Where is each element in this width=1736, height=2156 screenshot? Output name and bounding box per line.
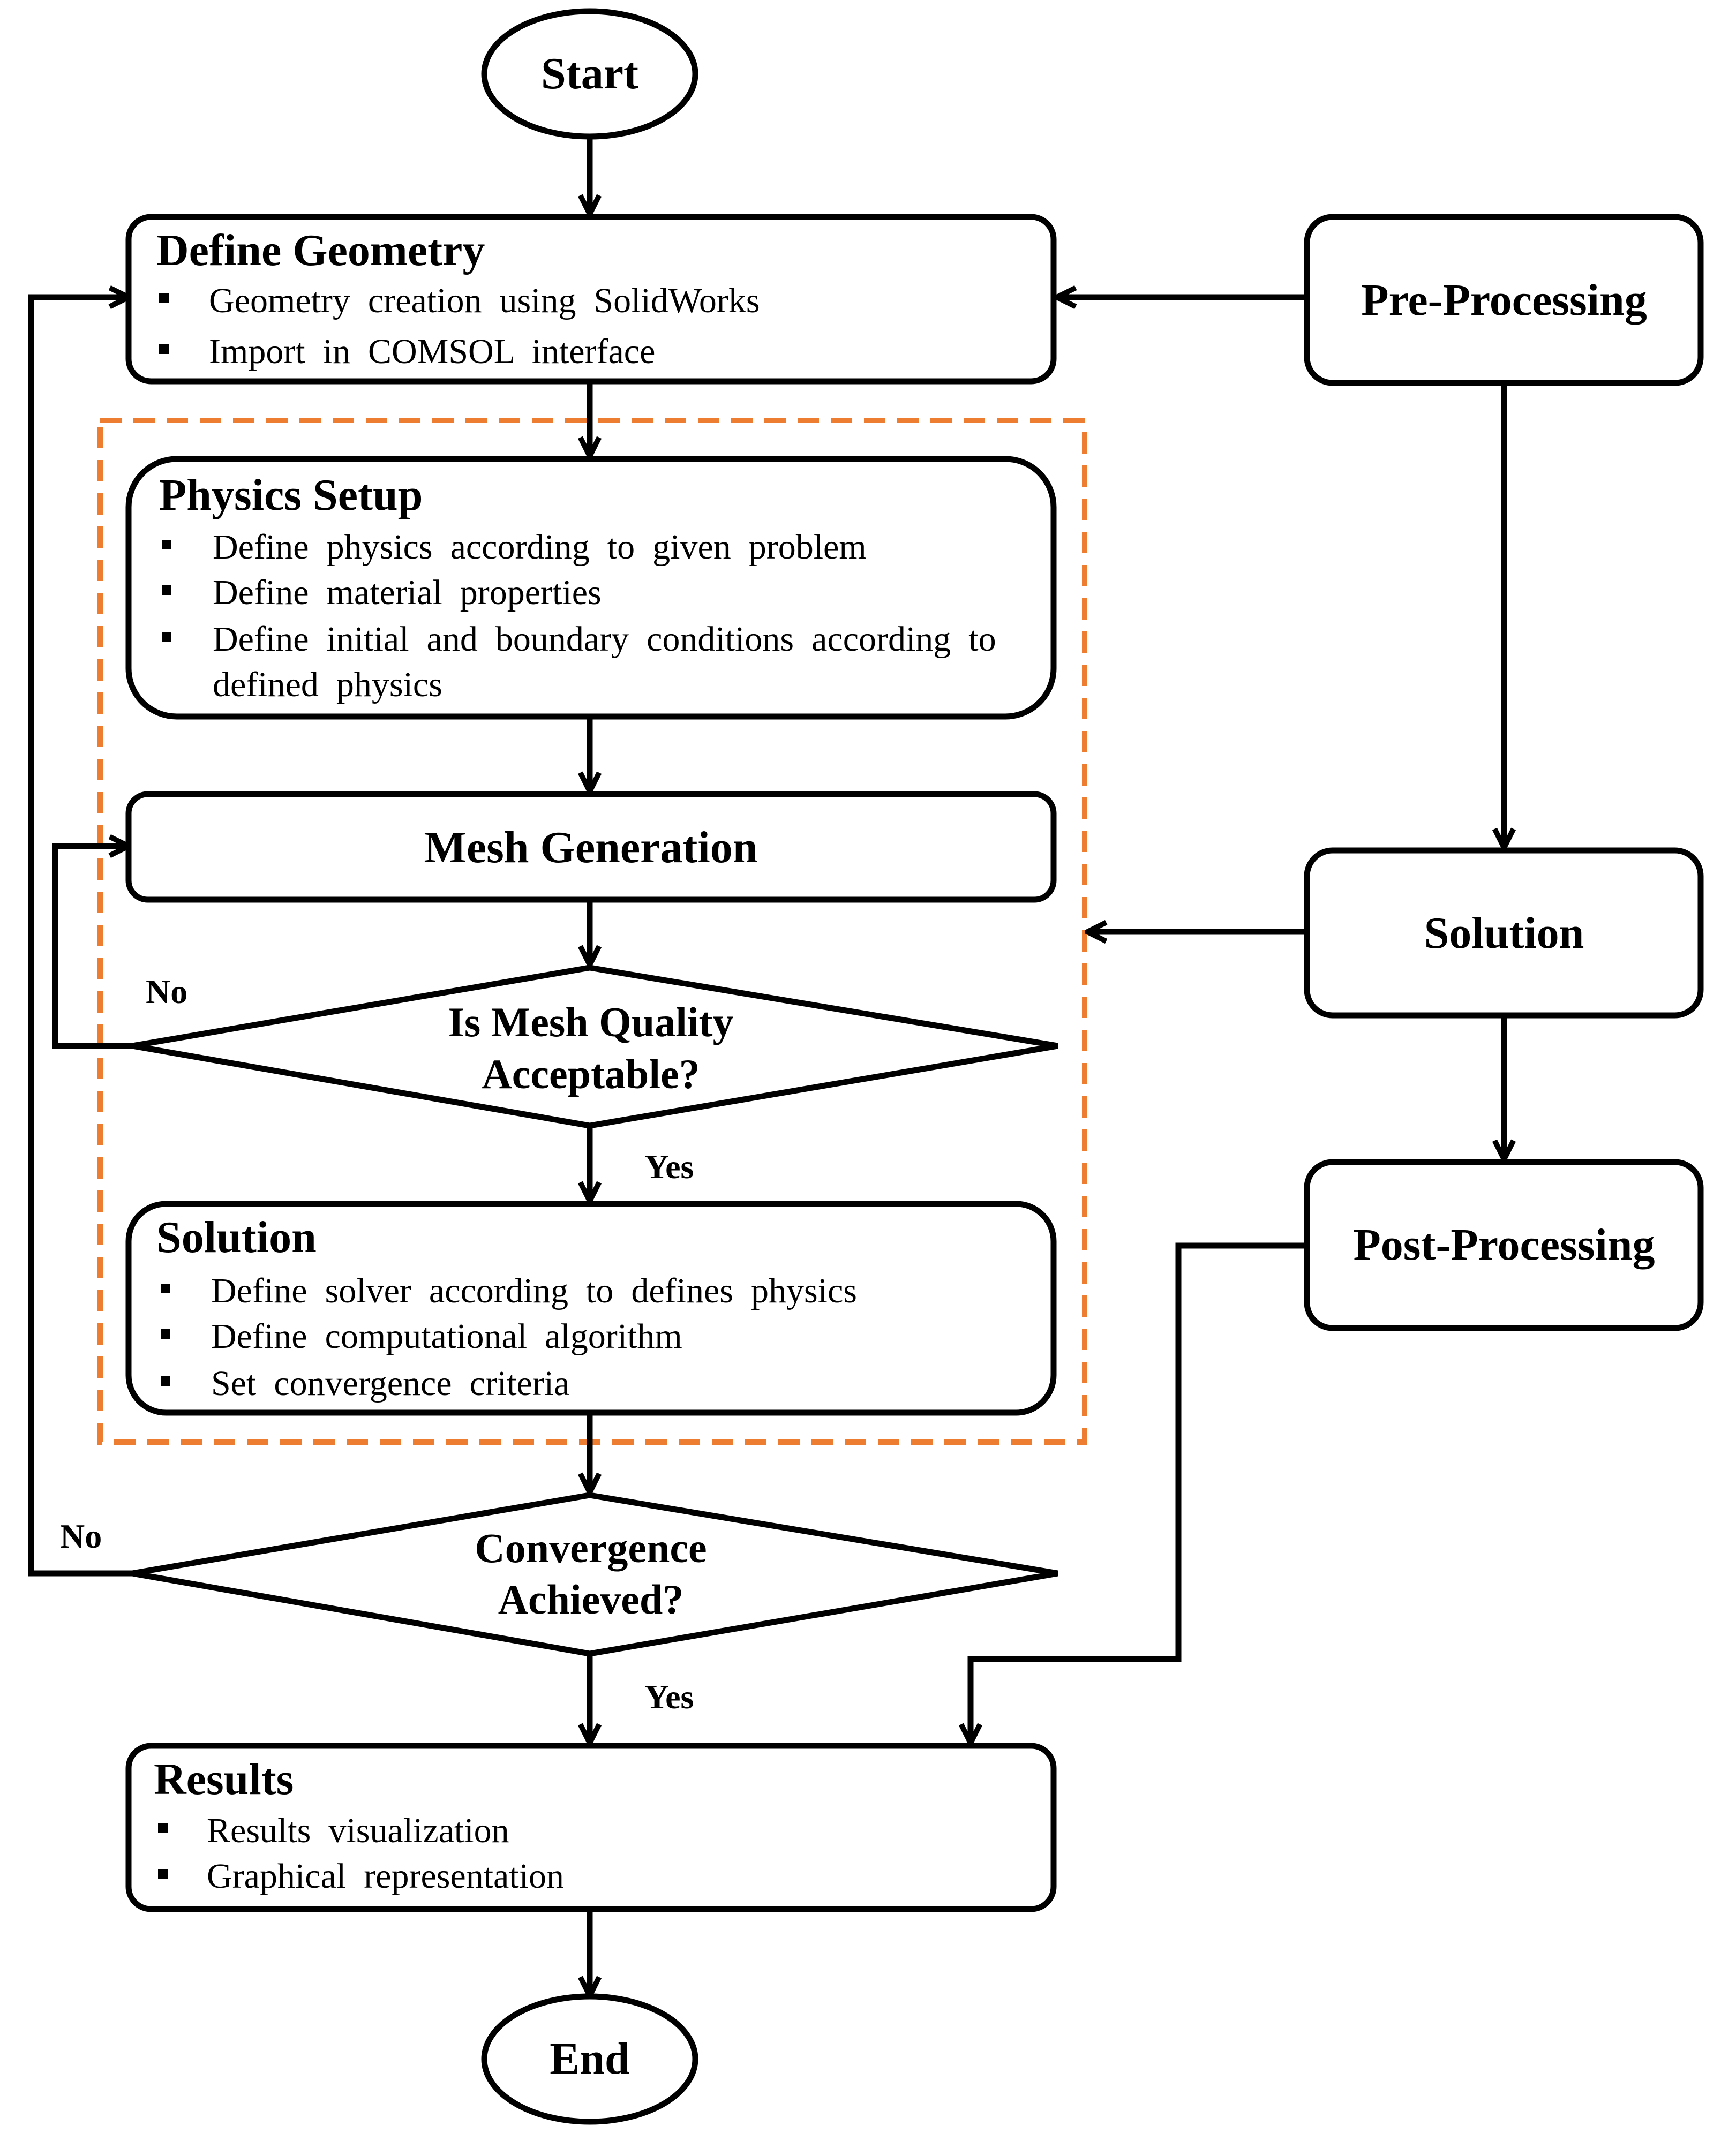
mesh-quality-decision <box>132 964 1058 1129</box>
results-bullet-1: Results visualization <box>207 1811 509 1850</box>
arrow-quality-no-loop <box>52 846 132 1049</box>
end-node <box>481 1993 698 2125</box>
physics-setup-bullet-2: Define material properties <box>213 573 602 612</box>
convergence-decision <box>132 1492 1058 1657</box>
define-geometry-title: Define Geometry <box>156 225 485 275</box>
solution-stage-label: Solution <box>1424 908 1584 958</box>
solution-box-bullet-3: Set convergence criteria <box>211 1364 569 1403</box>
results-box <box>125 1743 1057 1912</box>
convergence-yes-label: Yes <box>644 1678 694 1716</box>
pre-processing-label: Pre-Processing <box>1361 275 1647 325</box>
mesh-quality-line-1: Is Mesh Quality <box>448 999 733 1045</box>
define-geometry-bullet-2: Import in COMSOL interface <box>209 332 655 371</box>
physics-setup-bullet-3-cont: defined physics <box>213 665 442 704</box>
mesh-quality-no-label: No <box>146 973 187 1011</box>
physics-setup-box <box>125 456 1057 720</box>
mesh-quality-line-2: Acceptable? <box>482 1051 700 1097</box>
mesh-generation-box <box>125 791 1057 903</box>
connectors <box>28 137 1504 1996</box>
define-geometry-box <box>125 214 1057 385</box>
solution-box-bullet-1: Define solver according to defines physi… <box>211 1271 857 1310</box>
bullet-marker <box>162 540 171 549</box>
bullet-marker <box>159 293 169 303</box>
bullet-marker <box>162 632 171 642</box>
results-title: Results <box>154 1754 294 1804</box>
bullet-marker <box>161 1329 170 1339</box>
bullet-marker <box>161 1376 170 1386</box>
bullet-marker <box>158 1869 168 1879</box>
solution-box-title: Solution <box>156 1212 317 1262</box>
start-label: Start <box>541 49 638 99</box>
bullet-marker <box>159 344 169 354</box>
solution-box <box>125 1201 1057 1416</box>
solution-box-bullet-2: Define computational algorithm <box>211 1317 682 1356</box>
post-processing-box <box>1304 1159 1704 1331</box>
mesh-generation-label: Mesh Generation <box>424 823 758 872</box>
physics-setup-title: Physics Setup <box>159 470 423 520</box>
results-bullet-2: Graphical representation <box>207 1857 564 1896</box>
bullet-marker <box>162 585 171 595</box>
convergence-no-label: No <box>60 1517 102 1555</box>
convergence-line-1: Convergence <box>475 1525 707 1571</box>
solution-stage-box <box>1304 847 1704 1019</box>
bullet-marker <box>158 1823 168 1833</box>
end-label: End <box>550 2034 629 2084</box>
physics-setup-bullet-3: Define initial and boundary conditions a… <box>213 620 996 659</box>
convergence-line-2: Achieved? <box>498 1576 684 1623</box>
physics-setup-bullet-1: Define physics according to given proble… <box>213 527 867 567</box>
arrow-convergence-no-loop <box>28 297 132 1577</box>
arrow-post-to-results <box>971 1242 1307 1743</box>
start-node <box>481 8 698 140</box>
mesh-quality-yes-label: Yes <box>644 1148 694 1186</box>
define-geometry-bullet-1: Geometry creation using SolidWorks <box>209 281 760 320</box>
pre-processing-box <box>1304 214 1704 386</box>
post-processing-label: Post-Processing <box>1353 1220 1655 1270</box>
bullet-marker <box>161 1284 170 1293</box>
